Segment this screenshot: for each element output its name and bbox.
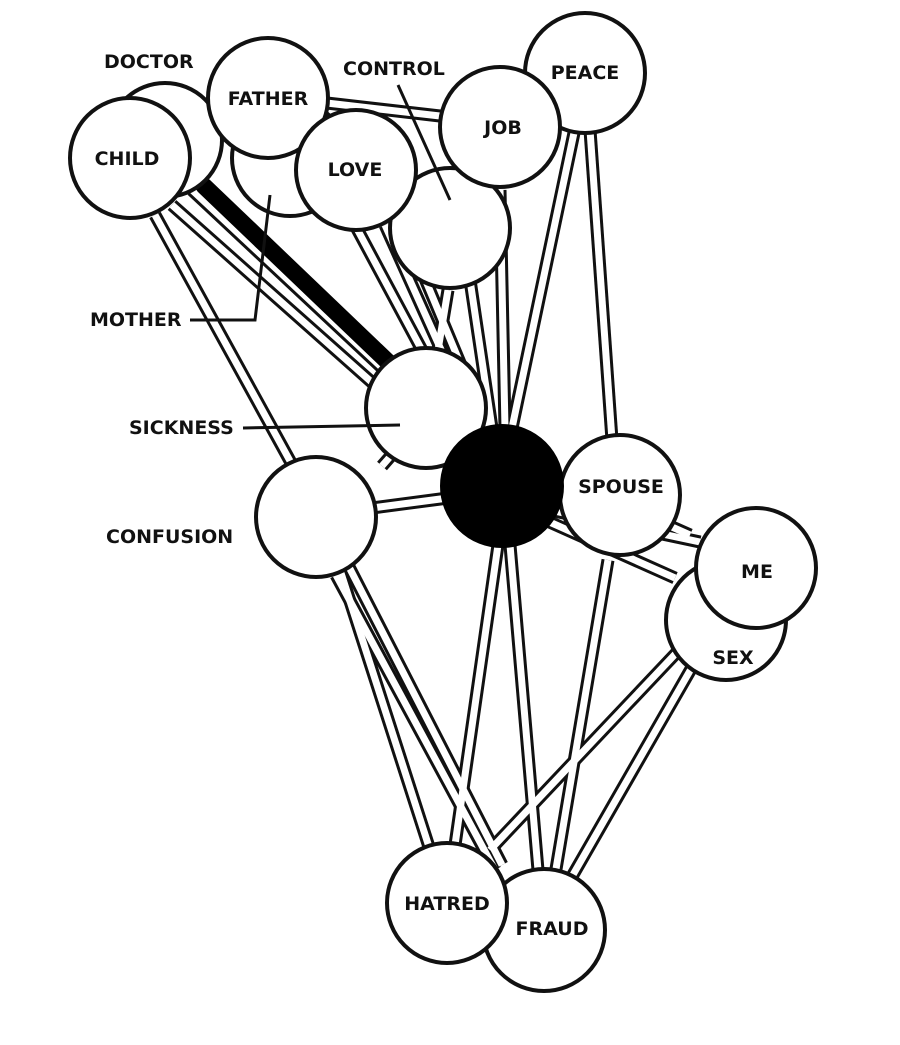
node-job <box>438 65 562 189</box>
link-fill <box>451 544 502 846</box>
label-fraud: FRAUD <box>516 918 589 940</box>
link-fill <box>506 544 542 871</box>
label-confusion: CONFUSION <box>106 526 233 548</box>
leader-lines <box>190 84 452 430</box>
link-fill <box>332 573 499 872</box>
link-fill <box>508 127 579 429</box>
node-control <box>388 166 512 290</box>
label-doctor: DOCTOR <box>104 51 194 73</box>
leader-control <box>396 84 452 201</box>
node-hatred <box>385 841 509 965</box>
labels: DOCTOR FATHER CONTROL PEACE CHILD JOB LO… <box>90 51 773 940</box>
label-spouse: SPOUSE <box>578 476 664 498</box>
label-hatred: HATRED <box>404 893 489 915</box>
node-father <box>206 36 330 160</box>
link-fill <box>466 279 496 429</box>
node-center <box>440 424 564 548</box>
label-me: ME <box>741 561 773 583</box>
label-sex: SEX <box>712 647 754 669</box>
label-peace: PEACE <box>551 62 620 84</box>
label-sickness: SICKNESS <box>129 417 234 439</box>
leader-mother <box>190 194 272 322</box>
node-me <box>694 506 818 630</box>
label-mother: MOTHER <box>90 309 182 331</box>
label-child: CHILD <box>95 148 160 170</box>
link-fill <box>371 494 449 512</box>
label-job: JOB <box>482 117 522 139</box>
node-confusion <box>254 455 378 579</box>
nodes <box>68 11 818 993</box>
link-fill <box>551 559 612 876</box>
label-love: LOVE <box>328 159 383 181</box>
node-sickness <box>364 346 488 470</box>
node-child <box>68 96 192 220</box>
link-fill <box>317 98 441 120</box>
label-control: CONTROL <box>343 58 445 80</box>
link-fill <box>566 660 699 882</box>
label-father: FATHER <box>228 88 309 110</box>
link-fill <box>586 129 616 441</box>
link-fill <box>344 563 506 867</box>
link-fill <box>434 289 452 351</box>
leader-sickness <box>242 423 401 430</box>
node-love <box>294 108 418 232</box>
